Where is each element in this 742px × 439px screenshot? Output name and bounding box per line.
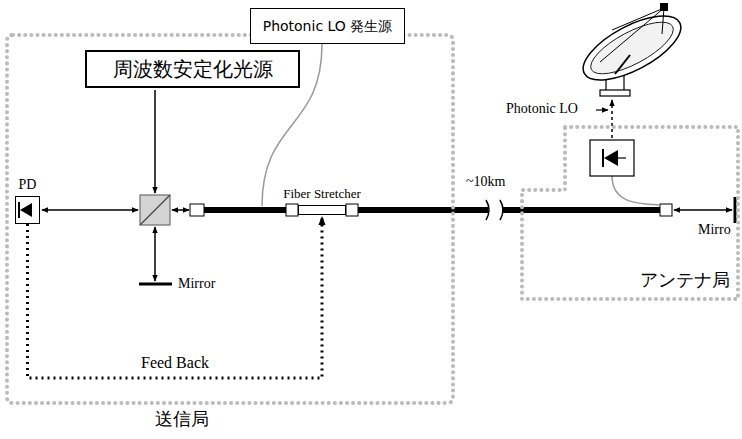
lo-arrow bbox=[611, 100, 613, 138]
feedback-line bbox=[28, 217, 323, 378]
splitter-diagonal bbox=[140, 195, 170, 225]
antenna-dish bbox=[574, 3, 690, 96]
antenna-region: アンテナ局 bbox=[520, 125, 740, 301]
station-region: 送信局Photonic LO 発生源周波数安定化光源PDFiber Stretc… bbox=[5, 33, 455, 405]
node-text: Fiber Stretcher bbox=[283, 187, 361, 202]
dotted-outline bbox=[522, 127, 738, 299]
optical-fiber bbox=[358, 207, 488, 213]
photodiode-symbol bbox=[602, 149, 604, 167]
node-text: Photonic LO 発生源 bbox=[263, 18, 393, 34]
fiber-connector bbox=[346, 204, 358, 216]
signal-label: Photonic LO bbox=[506, 101, 578, 117]
edge-label: Feed Back bbox=[139, 354, 211, 372]
beam-arrow bbox=[42, 209, 138, 211]
part-label: Mirro bbox=[698, 222, 731, 238]
light-arrow bbox=[154, 90, 156, 193]
lo-fiber bbox=[612, 176, 660, 205]
lo-pointer bbox=[596, 109, 608, 110]
fiber-connector bbox=[286, 204, 298, 216]
photodiode: PD bbox=[15, 196, 40, 224]
photodiode-box bbox=[590, 140, 634, 176]
mirror-symbol bbox=[139, 283, 172, 286]
fiber-connector bbox=[190, 204, 204, 216]
distance-label: ~10km bbox=[466, 174, 505, 190]
node-text: 送信局 bbox=[155, 409, 209, 430]
optical-fiber bbox=[502, 207, 660, 213]
photodiode-symbol bbox=[604, 150, 618, 166]
optical-fiber bbox=[204, 207, 286, 213]
beam-arrow bbox=[154, 227, 156, 281]
photodiode-symbol bbox=[618, 157, 626, 158]
fiber-connector bbox=[660, 204, 672, 216]
light-source-box: 周波数安定化光源 bbox=[85, 50, 300, 88]
node-text: 周波数安定化光源 bbox=[113, 58, 273, 81]
fiber-stretcher: Fiber Stretcher bbox=[298, 205, 346, 215]
beam-splitter bbox=[140, 195, 170, 225]
fiber-break bbox=[486, 200, 489, 220]
beam-arrow bbox=[674, 209, 732, 211]
photodiode-symbol bbox=[16, 197, 39, 223]
source-box: Photonic LO 発生源 bbox=[250, 8, 405, 44]
region-outline bbox=[5, 33, 455, 405]
node-text: PD bbox=[19, 177, 37, 193]
beam-arrow bbox=[172, 209, 189, 211]
dotted-outline bbox=[7, 35, 453, 403]
node-text: アンテナ局 bbox=[640, 270, 730, 291]
part-label: Mirror bbox=[178, 276, 215, 292]
